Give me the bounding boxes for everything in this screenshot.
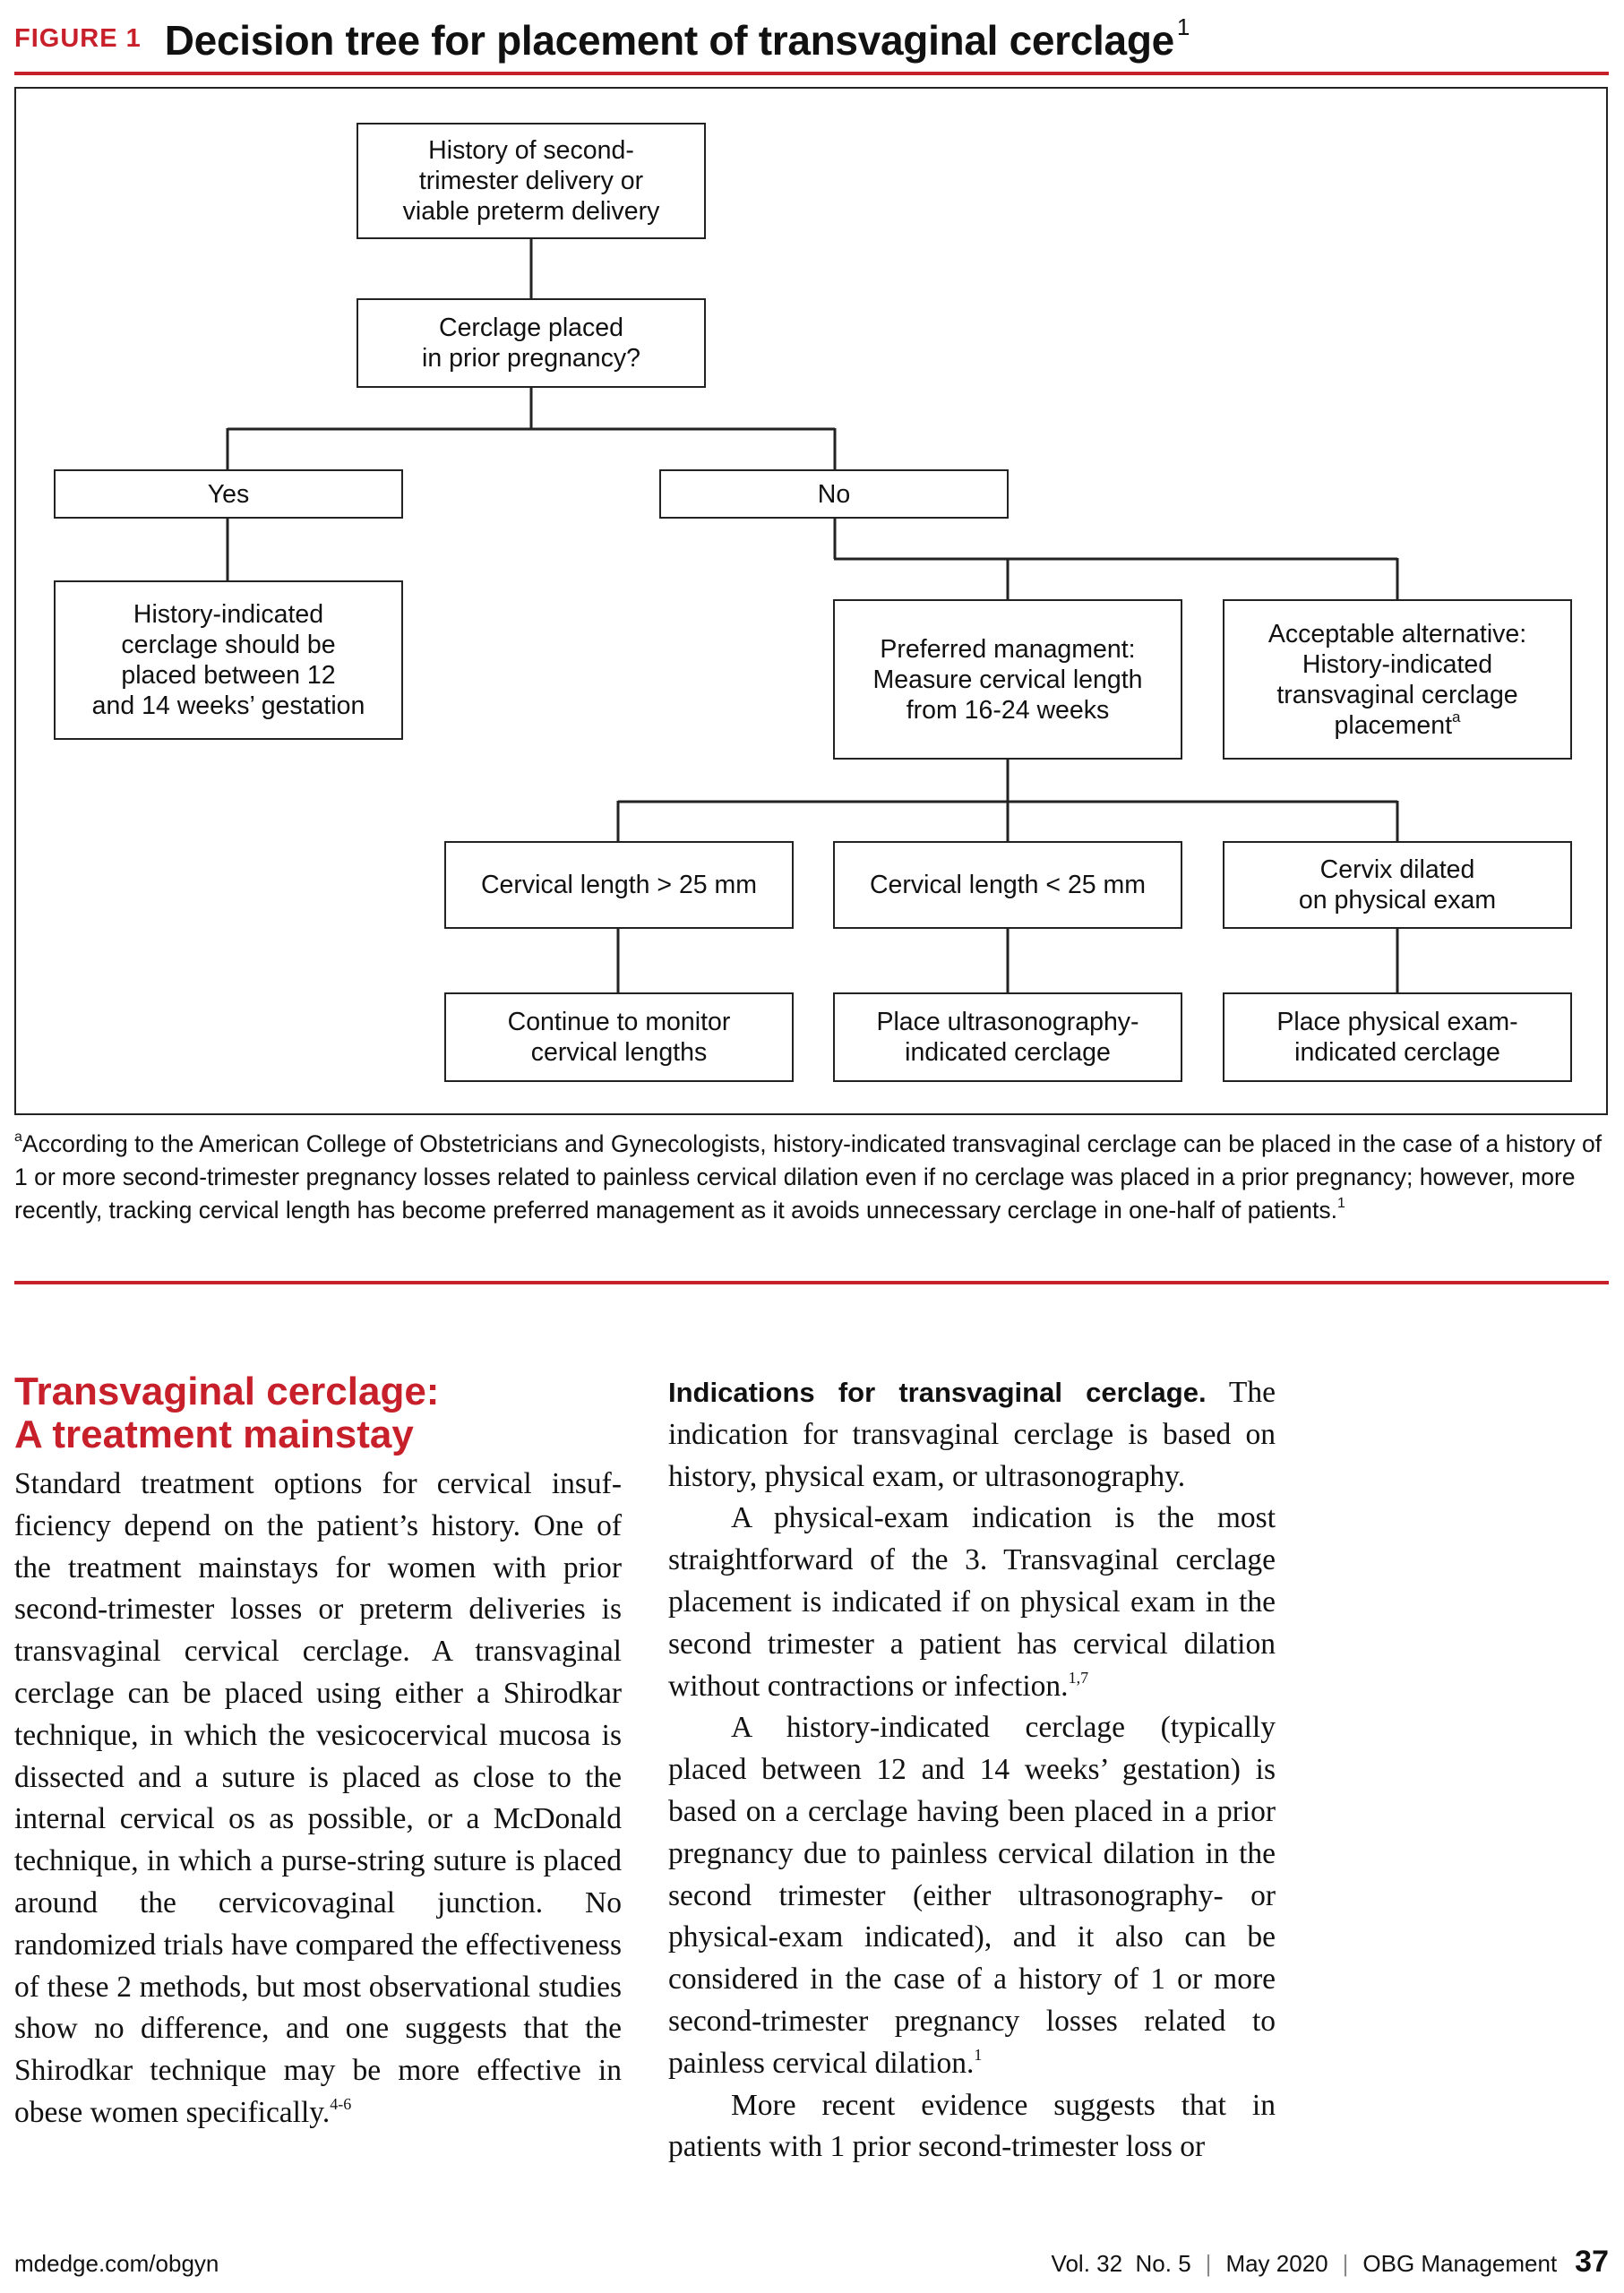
flowchart-connectors bbox=[226, 239, 1399, 992]
node-continue-monitor: Continue to monitor cervical lengths bbox=[444, 992, 794, 1082]
figure-header: FIGURE 1 Decision tree for placement of … bbox=[14, 7, 1190, 70]
node-acceptable-alternative-text: Acceptable alternative: History-indicate… bbox=[1268, 619, 1526, 741]
figure-footnote: aAccording to the American College of Ob… bbox=[14, 1128, 1609, 1227]
citation: 1,7 bbox=[1068, 1668, 1089, 1687]
paragraph-text: A physical-exam indication is the most s… bbox=[668, 1501, 1276, 1703]
node-cervical-length-lt-25: Cervical length < 25 mm bbox=[833, 841, 1182, 929]
node-acceptable-alternative: Acceptable alternative: History-indicate… bbox=[1223, 599, 1572, 760]
section-heading-line2: A treatment mainstay bbox=[14, 1413, 414, 1456]
footer-issue: No. 5 bbox=[1135, 2250, 1191, 2277]
node-preferred-management: Preferred managment: Measure cervical le… bbox=[833, 599, 1182, 760]
alternative-footnote-mark: a bbox=[1452, 708, 1461, 726]
page-number: 37 bbox=[1575, 2245, 1609, 2279]
footer-separator: | bbox=[1342, 2250, 1349, 2277]
citation: 1 bbox=[974, 2045, 983, 2064]
paragraph: A history-indicated cerclage (typically … bbox=[668, 1707, 1276, 2084]
page-footer: mdedge.com/obgyn Vol. 32 No. 5 | May 202… bbox=[14, 2245, 1609, 2282]
paragraph-text: Standard treatment options for cervical … bbox=[14, 1467, 622, 2129]
paragraph-text: A history-indicated cerclage (typically … bbox=[668, 1711, 1276, 2080]
figure-title-ref: 1 bbox=[1176, 13, 1190, 40]
node-yes: Yes bbox=[54, 469, 403, 519]
top-red-rule bbox=[14, 72, 1609, 75]
footer-citation: Vol. 32 No. 5 | May 2020 | OBG Managemen… bbox=[1052, 2245, 1609, 2280]
footer-separator: | bbox=[1205, 2250, 1212, 2277]
node-physical-exam-cerclage: Place physical exam- indicated cerclage bbox=[1223, 992, 1572, 1082]
node-cervix-dilated: Cervix dilated on physical exam bbox=[1223, 841, 1572, 929]
node-cervical-length-gt-25: Cervical length > 25 mm bbox=[444, 841, 794, 929]
footnote-text: According to the American College of Obs… bbox=[14, 1130, 1603, 1224]
footer-journal: OBG Management bbox=[1362, 2250, 1558, 2277]
figure-title-text: Decision tree for placement of transvagi… bbox=[164, 16, 1174, 64]
node-no: No bbox=[659, 469, 1009, 519]
section-heading: Transvaginal cerclage: A treatment mains… bbox=[14, 1370, 641, 1456]
paragraph: A physical-exam indication is the most s… bbox=[668, 1498, 1276, 1707]
footer-date: May 2020 bbox=[1225, 2250, 1328, 2277]
run-in-heading: Indications for transvaginal cerclage. bbox=[668, 1377, 1207, 1408]
figure-label: FIGURE 1 bbox=[14, 23, 142, 53]
alternative-text: Acceptable alternative: History-indicate… bbox=[1267, 619, 1527, 740]
footer-volume: Vol. 32 bbox=[1051, 2250, 1123, 2277]
section-red-rule bbox=[14, 1281, 1609, 1284]
paragraph: Indications for transvaginal cerclage. T… bbox=[668, 1372, 1276, 1498]
citation: 4-6 bbox=[330, 2094, 352, 2113]
paragraph-text: The indication for transvaginal cerclage… bbox=[668, 1376, 1276, 1493]
paragraph-text: More recent evidence suggests that in pa… bbox=[668, 2088, 1276, 2164]
footnote-mark: a bbox=[14, 1129, 22, 1145]
node-history: History of second- trimester delivery or… bbox=[357, 123, 706, 239]
figure-title: Decision tree for placement of transvagi… bbox=[165, 13, 1190, 64]
footer-url[interactable]: mdedge.com/obgyn bbox=[14, 2250, 219, 2277]
paragraph: More recent evidence suggests that in pa… bbox=[668, 2085, 1276, 2169]
paragraph: Standard treatment options for cervical … bbox=[14, 1464, 622, 2134]
node-prior-cerclage: Cerclage placed in prior pregnancy? bbox=[357, 298, 706, 388]
node-ultrasonography-cerclage: Place ultrasonography- indicated cerclag… bbox=[833, 992, 1182, 1082]
section-heading-line1: Transvaginal cerclage: bbox=[14, 1370, 440, 1413]
footnote-ref: 1 bbox=[1336, 1196, 1345, 1211]
column-left: Standard treatment options for cervical … bbox=[14, 1464, 622, 2134]
node-history-indicated-result: History-indicated cerclage should be pla… bbox=[54, 580, 403, 740]
figure-frame bbox=[14, 87, 1608, 1115]
column-right: Indications for transvaginal cerclage. T… bbox=[668, 1372, 1276, 2168]
